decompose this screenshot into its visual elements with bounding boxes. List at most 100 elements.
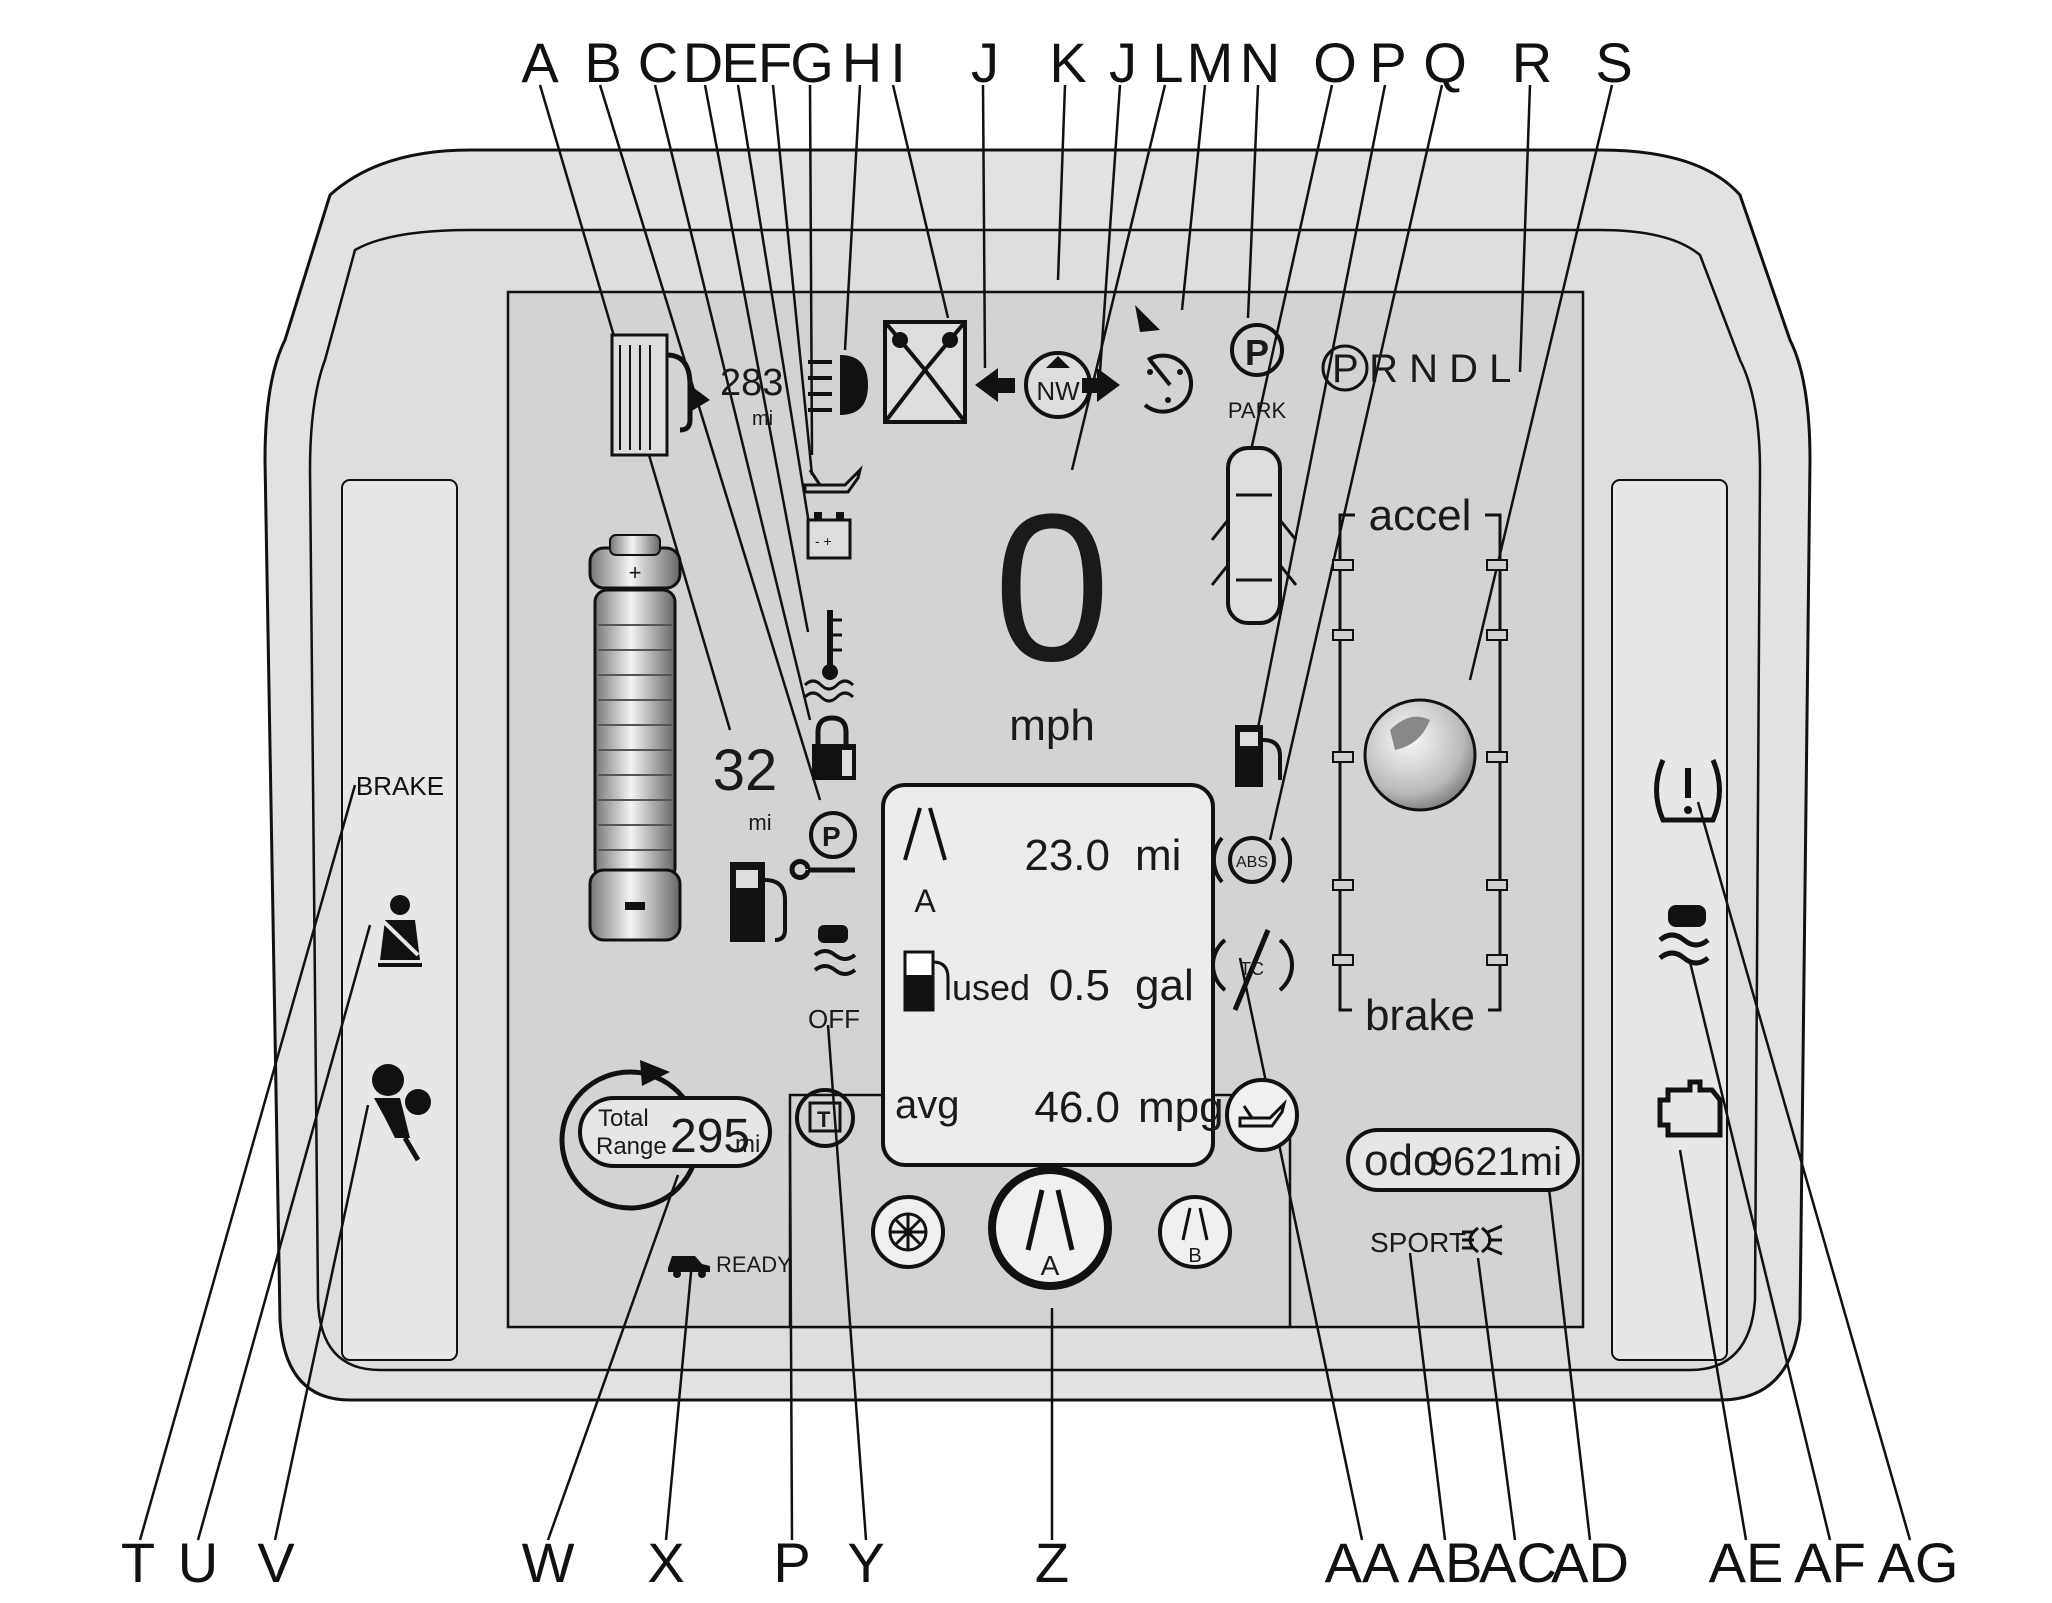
callout-r: R — [1512, 31, 1552, 94]
headlamp-icon — [808, 355, 868, 415]
electric-range-unit: mi — [748, 810, 771, 835]
callout-letters-top: A B C D E F G H I J K J L M N O P Q R S — [521, 31, 1632, 94]
efficiency-ball — [1363, 698, 1477, 812]
sport-mode-label: SPORT — [1370, 1227, 1466, 1258]
cruise-control-icon — [1135, 305, 1194, 414]
callout-ac: AC — [1479, 1531, 1557, 1594]
ready-label: READY — [716, 1252, 792, 1277]
trip-distance-unit: mi — [1135, 831, 1181, 880]
callout-v: V — [257, 1531, 295, 1594]
fog-lamp-icon — [1462, 1224, 1503, 1256]
charging-system-icon: - + — [806, 512, 852, 560]
avg-economy-value: 46.0 — [1034, 1083, 1120, 1132]
svg-text:P: P — [1245, 332, 1269, 373]
callout-u: U — [178, 1531, 218, 1594]
fuel-range-unit: mi — [752, 408, 773, 430]
callout-l: L — [1152, 31, 1183, 94]
fuel-gauge-icon — [610, 333, 710, 457]
fuel-used-unit: gal — [1135, 961, 1194, 1010]
ready-indicator: READY — [668, 1252, 792, 1278]
svg-text:A: A — [1041, 1250, 1060, 1281]
oil-change-icon — [1225, 1078, 1299, 1152]
efficiency-bottom-label: brake — [1365, 991, 1475, 1040]
callout-j-left: J — [971, 31, 999, 94]
callout-leaders-top — [538, 84, 1614, 841]
menu-trip-a-button: A — [988, 1166, 1112, 1290]
vehicle-status-icon — [883, 320, 967, 424]
oil-pressure-icon — [803, 465, 863, 494]
security-lock-icon — [812, 715, 856, 780]
traction-off-label: OFF — [808, 1004, 860, 1034]
callout-h: H — [842, 31, 882, 94]
seatbelt-reminder-icon — [378, 895, 422, 967]
tire-pressure-icon — [1654, 759, 1722, 823]
svg-text:B: B — [1188, 1245, 1201, 1267]
callout-i: I — [890, 31, 906, 94]
callout-c: C — [638, 31, 678, 94]
turn-signal-right-icon — [1082, 368, 1120, 402]
speedometer: 0 mph — [994, 470, 1111, 750]
svg-text:P: P — [822, 821, 841, 852]
callout-j-right: J — [1109, 31, 1137, 94]
callout-z: Z — [1035, 1531, 1069, 1594]
odometer-label: odo — [1364, 1136, 1437, 1185]
tc-label: TC — [1240, 959, 1264, 979]
compass-heading: NW — [1036, 376, 1080, 406]
check-engine-icon — [1657, 1079, 1723, 1138]
svg-text:+: + — [629, 560, 642, 585]
trip-a-road-icon: A — [903, 807, 947, 919]
menu-compass-rose-button — [871, 1195, 945, 1269]
callout-af: AF — [1794, 1531, 1866, 1594]
stabilitrak-icon — [1658, 905, 1710, 966]
callout-a: A — [521, 31, 559, 94]
callout-m: M — [1187, 31, 1234, 94]
odometer-value: 9621mi — [1431, 1140, 1562, 1184]
callout-e: E — [721, 31, 758, 94]
turn-signal-left-icon — [975, 368, 1015, 402]
compass-icon: NW — [1024, 351, 1092, 419]
callout-n: N — [1240, 31, 1280, 94]
park-label: PARK — [1228, 398, 1287, 423]
callout-p-bottom: P — [773, 1531, 810, 1594]
traction-control-off-icon: OFF — [808, 925, 860, 1034]
callout-g: G — [790, 31, 834, 94]
display-menu-buttons: A B — [871, 1166, 1232, 1290]
callout-s: S — [1595, 31, 1632, 94]
efficiency-gauge: accel brake — [1332, 491, 1508, 1040]
abs-label: ABS — [1236, 854, 1268, 871]
prndl-indicator: P R N D L — [1321, 344, 1511, 392]
avg-label: avg — [895, 1083, 960, 1127]
callout-ab: AB — [1408, 1531, 1483, 1594]
fuel-used-label: used — [952, 967, 1030, 1008]
trip-computer-panel: A 23.0 mi used 0.5 gal avg 46.0 mpg — [881, 783, 1224, 1167]
callout-b: B — [584, 31, 621, 94]
callout-k: K — [1049, 31, 1086, 94]
svg-text:A: A — [914, 883, 936, 919]
speed-value: 0 — [994, 470, 1111, 705]
total-range-label-1: Total — [598, 1105, 649, 1132]
battery-charge-gauge: + — [588, 534, 682, 942]
electric-range-value: 32 — [713, 738, 778, 803]
callout-leaders-bottom — [138, 784, 1912, 1541]
callout-t: T — [121, 1531, 155, 1594]
brake-warning-label: BRAKE — [356, 771, 444, 801]
callout-f: F — [758, 31, 792, 94]
service-vehicle-icon: T — [795, 1088, 855, 1148]
callout-p-top: P — [1369, 31, 1406, 94]
efficiency-top-label: accel — [1369, 491, 1472, 540]
callout-letters-bottom: T U V W X P Y Z AA AB AC AD AE AF AG — [121, 1531, 1959, 1594]
speed-unit: mph — [1009, 701, 1095, 750]
coolant-temperature-icon — [803, 610, 855, 703]
low-fuel-icon — [730, 862, 787, 942]
electric-parking-brake-icon: P — [789, 811, 857, 880]
door-ajar-icon — [1210, 446, 1298, 625]
abs-warning-icon: ABS — [1211, 836, 1293, 884]
callout-ad: AD — [1551, 1531, 1629, 1594]
callout-o: O — [1313, 31, 1357, 94]
traction-control-icon: TC — [1211, 929, 1294, 1011]
airbag-readiness-icon — [372, 1064, 431, 1162]
svg-text:- +: - + — [815, 533, 832, 549]
callout-aa: AA — [1325, 1531, 1400, 1594]
fuel-used-icon — [903, 950, 950, 1012]
